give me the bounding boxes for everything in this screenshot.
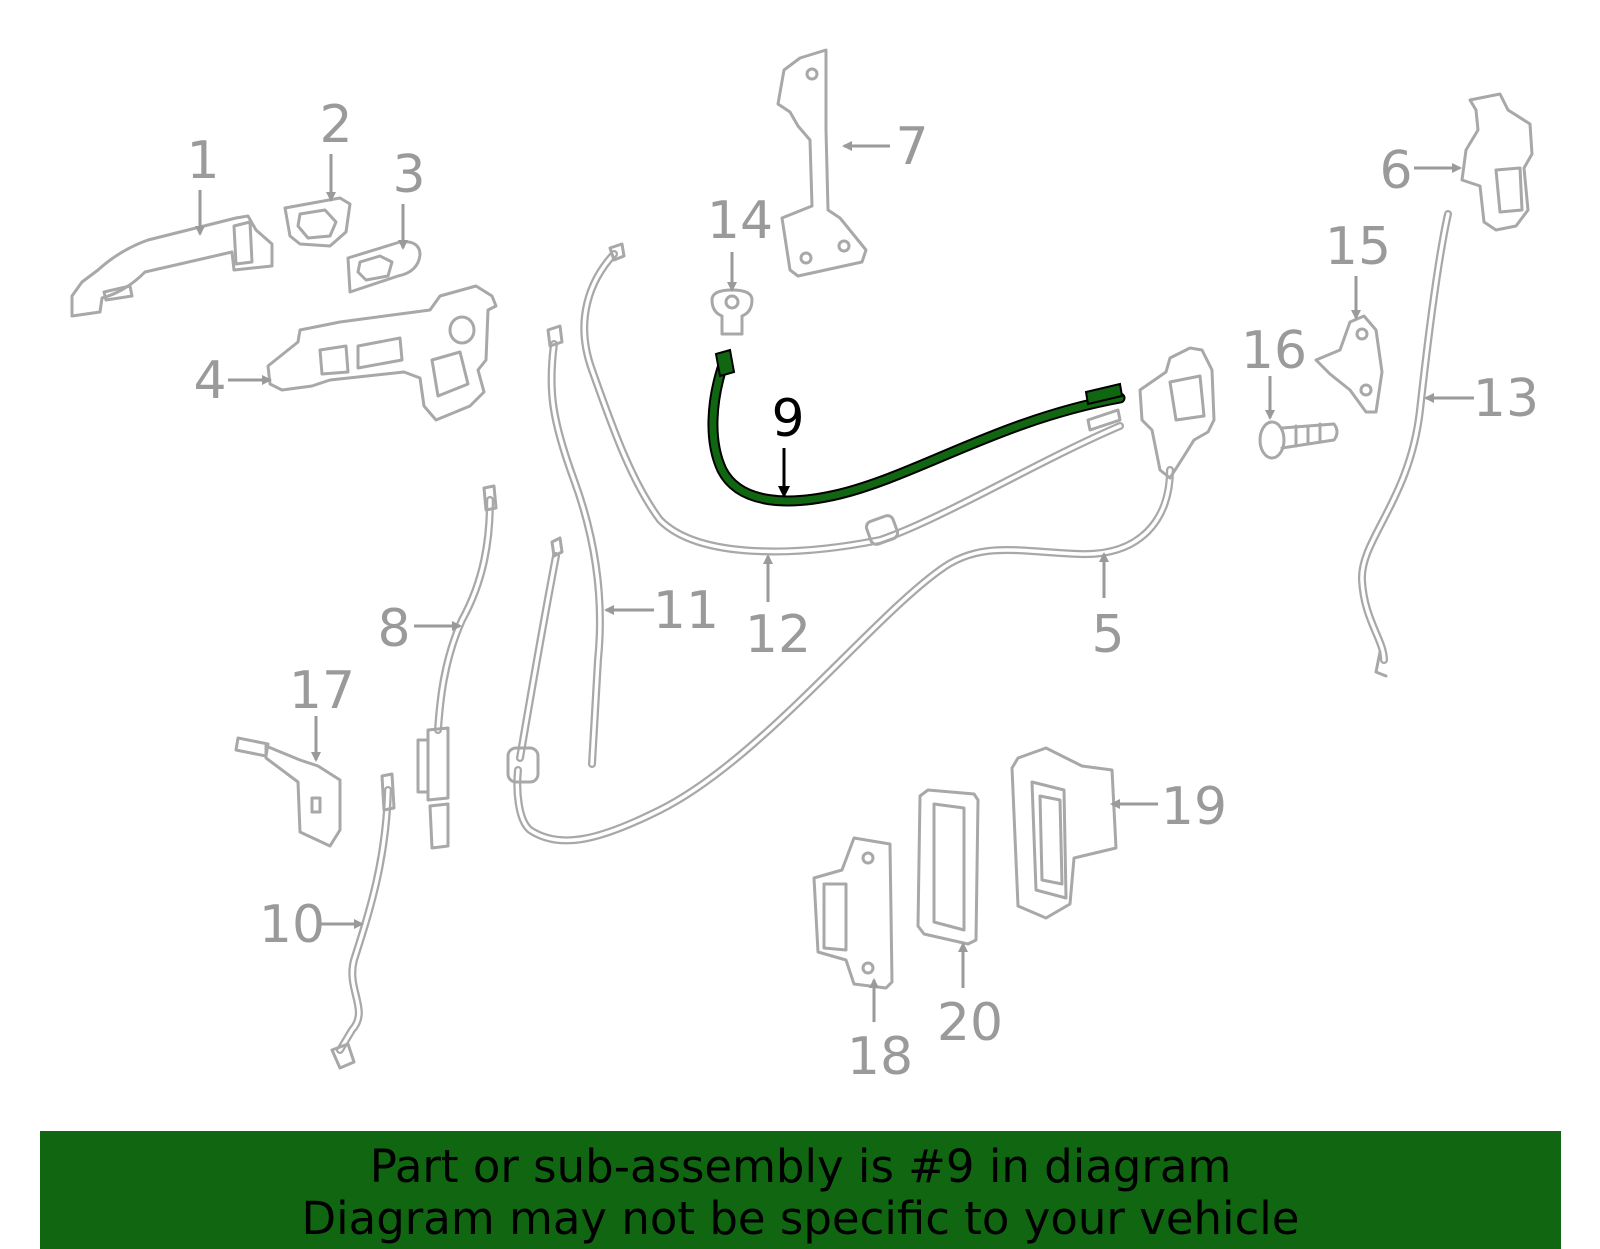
callout-4: 4 bbox=[193, 351, 226, 411]
callout-arrows bbox=[195, 141, 1474, 1022]
part-11-rod[interactable] bbox=[546, 324, 604, 768]
part-17-switch[interactable] bbox=[234, 736, 342, 848]
part-14-grommet[interactable] bbox=[710, 288, 754, 336]
info-banner: Part or sub-assembly is #9 in diagram Di… bbox=[40, 1131, 1561, 1249]
lock-assembly bbox=[1138, 346, 1216, 480]
part-16-bolt[interactable] bbox=[1258, 420, 1339, 460]
callout-11: 11 bbox=[653, 581, 719, 641]
callout-7: 7 bbox=[895, 117, 928, 177]
part-15-bracket[interactable] bbox=[1314, 314, 1384, 414]
part-5-cable[interactable] bbox=[506, 466, 1174, 845]
callout-20: 20 bbox=[937, 993, 1003, 1053]
callout-1: 1 bbox=[186, 131, 219, 191]
callout-6: 6 bbox=[1379, 141, 1412, 201]
part-4-handle-frame[interactable] bbox=[266, 284, 498, 422]
callout-8: 8 bbox=[377, 599, 410, 659]
part-3-cover[interactable] bbox=[346, 240, 422, 294]
callout-19: 19 bbox=[1161, 777, 1227, 837]
parts-diagram: 1 2 3 4 5 6 7 8 9 10 11 12 13 14 15 16 1… bbox=[70, 48, 1539, 1087]
callout-15: 15 bbox=[1325, 217, 1391, 277]
callout-16: 16 bbox=[1241, 321, 1307, 381]
callout-10: 10 bbox=[259, 895, 325, 955]
callout-17: 17 bbox=[289, 661, 355, 721]
banner-line-2: Diagram may not be specific to your vehi… bbox=[301, 1192, 1300, 1245]
callout-13: 13 bbox=[1473, 369, 1539, 429]
callout-2: 2 bbox=[319, 95, 352, 155]
callout-18: 18 bbox=[847, 1027, 913, 1087]
callout-5: 5 bbox=[1091, 605, 1124, 665]
part-20-gasket[interactable] bbox=[916, 788, 980, 946]
callout-12: 12 bbox=[745, 605, 811, 665]
callout-3: 3 bbox=[392, 145, 425, 205]
part-19-handle[interactable] bbox=[1010, 746, 1118, 920]
part-12-cable[interactable] bbox=[580, 242, 1124, 556]
part-2-cap[interactable] bbox=[283, 196, 352, 248]
part-18-handle-bezel[interactable] bbox=[812, 836, 894, 990]
callout-9: 9 bbox=[771, 389, 804, 449]
part-9-cable-highlighted[interactable] bbox=[707, 348, 1126, 507]
callout-14: 14 bbox=[707, 191, 773, 251]
banner-line-1: Part or sub-assembly is #9 in diagram bbox=[369, 1140, 1232, 1193]
part-8-cable[interactable] bbox=[416, 484, 498, 850]
part-1-outside-handle[interactable] bbox=[70, 214, 274, 318]
part-13-rod[interactable] bbox=[1357, 210, 1452, 678]
part-7-bracket[interactable] bbox=[776, 48, 868, 278]
part-6-latch[interactable] bbox=[1460, 92, 1534, 232]
part-10-cable[interactable] bbox=[330, 772, 396, 1070]
